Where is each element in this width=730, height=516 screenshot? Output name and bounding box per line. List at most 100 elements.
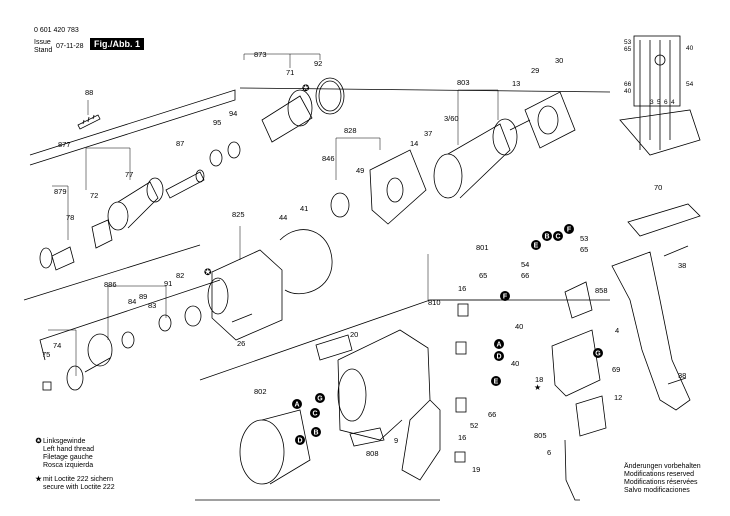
gear-housing-825 — [207, 229, 333, 341]
clutch-873 — [209, 77, 345, 167]
label-886: 886 — [104, 280, 117, 289]
doc-number: 0 601 420 783 — [34, 27, 79, 34]
label-801: 801 — [476, 243, 489, 252]
terminal-3: 3 — [650, 99, 654, 106]
gear-plate-828 — [330, 149, 427, 225]
loctite-line-de: mit Loctite 222 sichern — [43, 476, 114, 483]
label-16-upper: 16 — [458, 284, 466, 293]
stand-label: Stand — [34, 47, 53, 54]
bit-88 — [77, 114, 101, 130]
wiring-diagram-box — [633, 35, 681, 107]
label-66-lower: 66 — [488, 410, 496, 419]
label-4: 4 — [615, 326, 619, 335]
label-40-lower: 40 — [511, 359, 519, 368]
label-802: 802 — [254, 387, 267, 396]
note-en: Modifications reserved — [624, 471, 695, 478]
note-de: Änderungen vorbehalten — [624, 463, 701, 470]
part-numbers: 88 873 92 71 95 94 803 29 30 13 3/60 877… — [42, 50, 686, 474]
capacitor-12 — [575, 395, 607, 437]
label-71: 71 — [286, 68, 294, 77]
callout-f-top: F — [564, 224, 574, 234]
label-95: 95 — [213, 118, 221, 127]
cable-805 — [564, 439, 580, 501]
gear-tray — [39, 279, 221, 361]
callout-d-right: D — [494, 351, 504, 361]
label-91: 91 — [164, 279, 172, 288]
label-74: 74 — [53, 341, 61, 350]
left-thread-symbol: ✪ — [302, 83, 310, 93]
leader-lines — [48, 53, 500, 376]
left-thread-icon: ✪ — [35, 438, 42, 445]
wiring-label-54: 54 — [686, 81, 694, 88]
label-29: 29 — [531, 66, 539, 75]
upper-tray-line — [239, 87, 611, 93]
label-70: 70 — [654, 183, 662, 192]
terminal-6: 6 — [664, 99, 668, 106]
callout-a: A — [292, 399, 302, 409]
label-52: 52 — [470, 421, 478, 430]
issue-label: Issue — [34, 39, 51, 46]
callout-d-left: D — [295, 435, 305, 445]
label-846: 846 — [322, 154, 335, 163]
screw-38-lower — [667, 377, 687, 385]
wiring-label-65: 65 — [624, 46, 632, 53]
legend-line-en: Left hand thread — [43, 446, 94, 453]
loctite-line-en: secure with Loctite 222 — [43, 484, 115, 491]
svg-text:E: E — [534, 243, 539, 250]
label-75: 75 — [42, 350, 50, 359]
label-20: 20 — [350, 330, 358, 339]
legend-left-hand-thread: ✪Linksgewinde Left hand thread Filetage … — [34, 438, 94, 470]
svg-text:A: A — [294, 402, 299, 409]
armature-803 — [433, 118, 531, 199]
label-16-lower: 16 — [458, 433, 466, 442]
label-6: 6 — [547, 448, 551, 457]
label-72: 72 — [90, 191, 98, 200]
callout-markers: A C B D G F E A D G E B C F — [292, 224, 603, 445]
label-877: 877 — [58, 140, 71, 149]
label-810: 810 — [428, 298, 441, 307]
label-41: 41 — [300, 204, 308, 213]
label-825: 825 — [232, 210, 245, 219]
callout-f: F — [500, 291, 510, 301]
label-14: 14 — [410, 139, 418, 148]
label-38-lower: 38 — [678, 371, 686, 380]
middle-left-tray — [23, 244, 201, 301]
callout-c-top: C — [553, 231, 563, 241]
legend-line-de: Linksgewinde — [43, 438, 86, 445]
label-30: 30 — [555, 56, 563, 65]
callout-b-top: B — [542, 231, 552, 241]
callout-e-top: E — [531, 240, 541, 250]
label-19: 19 — [472, 465, 480, 474]
label-9: 9 — [394, 436, 398, 445]
label-44: 44 — [279, 213, 287, 222]
housing-tray — [199, 299, 610, 381]
label-84: 84 — [128, 297, 136, 306]
wiring-label-53: 53 — [624, 39, 632, 46]
label-66: 66 — [521, 271, 529, 280]
loctite-star-icon: ★ — [35, 476, 42, 483]
plate-808 — [349, 427, 385, 447]
label-873: 873 — [254, 50, 267, 59]
legend-loctite: ★mit Loctite 222 sichern secure with Loc… — [34, 476, 115, 492]
label-808: 808 — [366, 449, 379, 458]
label-26: 26 — [237, 339, 245, 348]
screw-38-upper — [663, 245, 689, 257]
label-40-upper: 40 — [515, 322, 523, 331]
label-18: 18 — [535, 375, 543, 384]
motor-housing-9 — [337, 329, 441, 481]
label-12: 12 — [614, 393, 622, 402]
wiring-label-40-left: 40 — [624, 88, 632, 95]
svg-text:D: D — [496, 354, 501, 361]
svg-text:A: A — [496, 342, 501, 349]
screw-26 — [231, 313, 253, 323]
label-65-mid: 65 — [479, 271, 487, 280]
plate-20 — [315, 334, 353, 361]
label-803: 803 — [457, 78, 470, 87]
label-87: 87 — [176, 139, 184, 148]
svg-text:B: B — [544, 234, 549, 241]
label-69: 69 — [612, 365, 620, 374]
note-fr: Modifications réservées — [624, 479, 698, 486]
motor-symbol — [654, 54, 666, 66]
note-es: Salvo modificaciones — [624, 487, 690, 494]
